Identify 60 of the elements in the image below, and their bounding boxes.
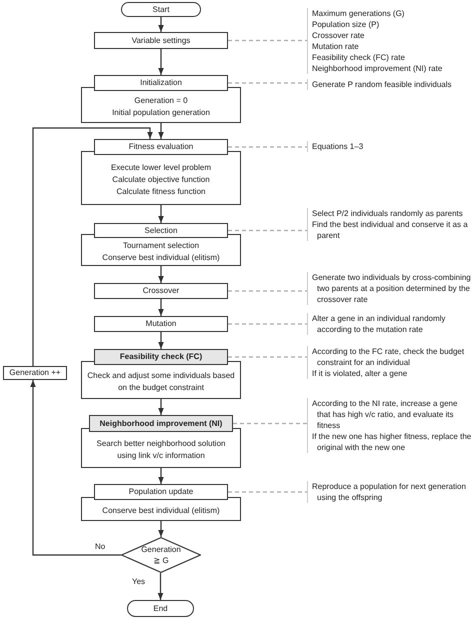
decision-diamond: Generation ≧ G [121, 537, 201, 573]
process-box: Check and adjust some individuals based on the budget constraint [81, 361, 241, 399]
arrow [158, 299, 164, 316]
arrow [158, 573, 164, 600]
process-box: Feasibility check (FC) [94, 349, 228, 365]
leader-line [228, 491, 307, 493]
arrow [158, 266, 164, 283]
note-text: Neighborhood improvement (NI) rate [312, 63, 444, 74]
leader-line [233, 422, 307, 424]
note-text: According to the FC rate, check the budget constraint for an individual [312, 346, 466, 368]
arrow [30, 380, 121, 556]
process-box: Crossover [94, 283, 228, 299]
arrow [158, 123, 164, 139]
arrow [158, 332, 164, 349]
note-text: If it is violated, alter a gene [312, 368, 408, 379]
process-box: Generation ++ [3, 366, 67, 380]
note-text: Select P/2 individuals randomly as parents [312, 208, 464, 219]
leader-line [228, 82, 307, 84]
edge-label: Yes [132, 577, 146, 587]
process-box: Variable settings [94, 32, 228, 49]
process-box: Fitness evaluation [94, 139, 228, 155]
terminal-box: End [127, 600, 194, 617]
note-text: Find the best individual and conserve it as a parent [312, 219, 469, 241]
process-box: Selection [94, 223, 228, 238]
process-box: Execute lower level problem Calculate objective function Calculate fitness function [81, 151, 241, 205]
note-text: Mutation rate [312, 41, 360, 52]
process-box: Mutation [94, 316, 228, 332]
process-box: Neighborhood improvement (NI) [89, 415, 233, 432]
leader-line [228, 40, 307, 42]
note-text: Feasibility check (FC) rate [312, 52, 406, 63]
process-box: Tournament selection Conserve best individual (elitism) [81, 234, 241, 266]
note-text: Generate P random feasible individuals [312, 79, 452, 90]
arrow [158, 468, 164, 484]
note-text: Alter a gene in an individual randomly according to the mutation rate [312, 313, 446, 335]
arrow [158, 205, 164, 223]
note-text: According to the NI rate, increase a gene that has high v/c ratio, and evaluate its fitness [312, 398, 458, 431]
note-text: Crossover rate [312, 30, 366, 41]
arrow [158, 17, 164, 32]
note-text: If the new one has higher fitness, replace the original with the new one [312, 431, 472, 453]
leader-line [228, 146, 307, 148]
process-box: Conserve best individual (elitism) [81, 497, 241, 521]
terminal-box: Start [121, 2, 201, 17]
leader-line [228, 356, 307, 358]
leader-line [228, 290, 307, 292]
note-text: Generate two individuals by cross-combining two parents at a position determined by the crossover rate [312, 272, 472, 305]
arrow [158, 49, 164, 75]
process-box: Initialization [94, 75, 228, 91]
process-box: Population update [94, 484, 228, 500]
arrow [32, 127, 153, 366]
arrow [158, 399, 164, 415]
note-text: Reproduce a population for next generation using the offspring [312, 481, 467, 503]
process-box: Generation = 0 Initial population generation [81, 87, 241, 123]
leader-line [228, 230, 307, 232]
arrow [158, 521, 164, 537]
process-box: Search better neighborhood solution using link v/c information [81, 428, 241, 468]
note-text: Maximum generations (G) [312, 8, 406, 19]
edge-label: No [95, 542, 106, 552]
note-text: Population size (P) [312, 19, 380, 30]
note-text: Equations 1–3 [312, 141, 364, 152]
leader-line [228, 323, 307, 325]
